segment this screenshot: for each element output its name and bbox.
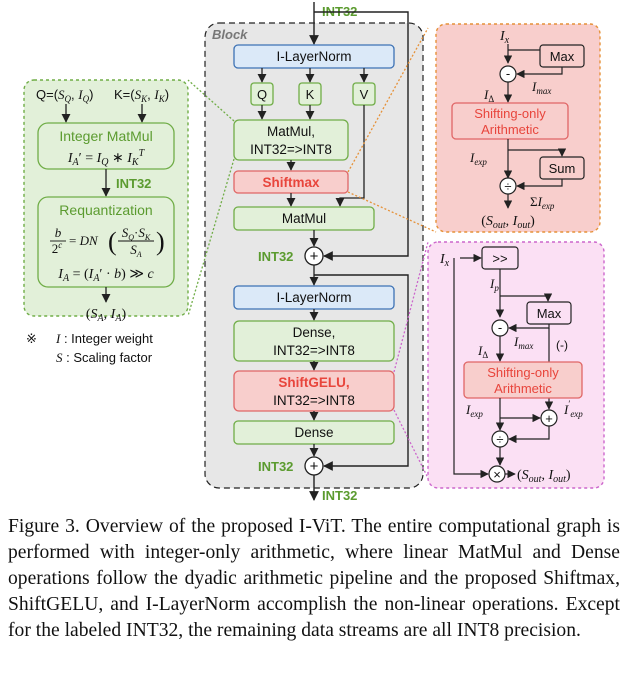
figure-caption: Figure 3. Overview of the proposed I-ViT… (8, 516, 620, 641)
svg-text:): ) (156, 227, 165, 256)
shiftmax-ix-label: Ix (499, 29, 510, 46)
shiftmax-imax-label: Imax (531, 79, 551, 96)
q-input-label: Q=(SQ, IQ) (36, 87, 93, 104)
shiftgelu-output-label: (Sout, Iout) (517, 468, 571, 485)
requantization-equation-2: IA = (IA′ · b) ≫ c (57, 267, 154, 284)
divide-symbol: ÷ (496, 432, 503, 447)
shiftmax-output-label: (Sout, Iout) (481, 214, 535, 231)
note-line-1: I : Integer weight (55, 331, 153, 346)
shiftgelu-idelta-label: IΔ (477, 343, 488, 360)
plus-symbol: + (545, 411, 553, 426)
svg-text:SA: SA (130, 242, 142, 259)
note-line-2: S : Scaling factor (56, 350, 153, 365)
svg-text:(: ( (108, 227, 117, 256)
shiftmax-sum-label: Sum (549, 161, 576, 176)
divide-symbol: ÷ (504, 179, 511, 194)
shiftgelu-max-label: Max (537, 306, 562, 321)
integer-matmul-panel: Q=(SQ, IQ) K=(SK, IK) Integer MatMul IA′… (23, 79, 189, 324)
layernorm2-label: I-LayerNorm (276, 290, 351, 305)
minus-symbol: - (506, 66, 510, 81)
dense2-label: Dense (294, 425, 333, 440)
integer-matmul-equation: IA′ = IQ ∗ IKT (67, 148, 146, 168)
minus-symbol: - (498, 320, 502, 335)
shiftgelu-ix-label: Ix (439, 252, 450, 269)
note-symbol: ※ (26, 331, 37, 346)
svg-text:2c: 2c (52, 240, 63, 256)
integer-matmul-title: Integer MatMul (59, 128, 152, 144)
shiftmax-label: Shiftmax (262, 175, 320, 190)
shiftgelu-label-line2: INT32=>INT8 (273, 393, 355, 408)
shiftmax-panel: Ix Max Imax - IΔ Shifting-only Arithmeti… (435, 23, 601, 233)
shiftgelu-shifting-box (463, 361, 583, 399)
svg-text:= DN: = DN (69, 233, 99, 248)
requantization-title: Requantization (59, 202, 152, 218)
shiftmax-idelta-label: IΔ (483, 87, 494, 104)
q-label: Q (257, 87, 267, 102)
svg-text:SQ·SK: SQ·SK (122, 225, 151, 242)
left-output-label: (SA, IA) (86, 307, 127, 324)
shiftgelu-imax-label: Imax (513, 334, 533, 351)
shiftmax-iexp-label: Iexp (469, 150, 487, 167)
shiftgelu-panel: Ix >> Ip Max Imax (-) - IΔ Shifting-only… (427, 241, 605, 489)
dense1-label-line1: Dense, (293, 325, 336, 340)
connector-shiftgelu-right-bottom (393, 409, 429, 479)
v-label: V (360, 87, 369, 102)
shiftgelu-neg-label: (-) (556, 338, 568, 352)
shiftmax-shifting-line1: Shifting-only (474, 106, 546, 121)
int32-bottom-label: INT32 (322, 488, 357, 503)
block-label: Block (212, 27, 248, 42)
shiftgelu-ip-label: Ip (489, 276, 499, 293)
shiftgelu-label-line1: ShiftGELU, (278, 375, 349, 390)
shiftmax-shifting-line2: Arithmetic (481, 122, 539, 137)
matmul2-label: MatMul (282, 211, 326, 226)
multiply-symbol: × (493, 467, 501, 482)
shiftmax-sigma-iexp-label: ΣIexp (530, 194, 555, 211)
connector-shiftmax-right-top (347, 27, 429, 173)
shiftgelu-shifting-line1: Shifting-only (487, 365, 559, 380)
int32-mid-label: INT32 (258, 249, 293, 264)
diagram: Block INT32 I-LayerNorm Q K V MatMul, IN… (23, 2, 605, 503)
plus-symbol: + (310, 458, 319, 475)
shiftmax-max-label: Max (550, 49, 575, 64)
matmul1-label-line2: INT32=>INT8 (250, 142, 332, 157)
plus-symbol: + (310, 248, 319, 265)
k-input-label: K=(SK, IK) (114, 87, 169, 104)
requantization-equation-1: b 2c = DN ( SQ·SK SA ) (50, 225, 165, 259)
block-diagram: Block INT32 I-LayerNorm Q K V MatMul, IN… (204, 2, 424, 503)
shiftgelu-shift-label: >> (492, 251, 507, 266)
shiftgelu-iexp-label: Iexp (465, 402, 483, 419)
shiftmax-shifting-box (451, 102, 569, 140)
layernorm1-label: I-LayerNorm (276, 49, 351, 64)
svg-text:b: b (55, 225, 62, 240)
layernorm1-box (233, 44, 395, 69)
connector-matmul-left-bottom (187, 158, 235, 317)
left-int32-label: INT32 (116, 176, 151, 191)
shiftgelu-shifting-line2: Arithmetic (494, 381, 552, 396)
shiftgelu-iexp-prime-label: I′exp (563, 399, 583, 419)
matmul1-label-line1: MatMul, (267, 124, 315, 139)
connector-shiftmax-right-bottom (347, 191, 437, 233)
symbol-note: ※ I : Integer weight S : Scaling factor (26, 331, 153, 365)
k-label: K (306, 87, 315, 102)
matmul2-box (233, 206, 375, 231)
dense1-label-line2: INT32=>INT8 (273, 343, 355, 358)
int32-low-label: INT32 (258, 459, 293, 474)
